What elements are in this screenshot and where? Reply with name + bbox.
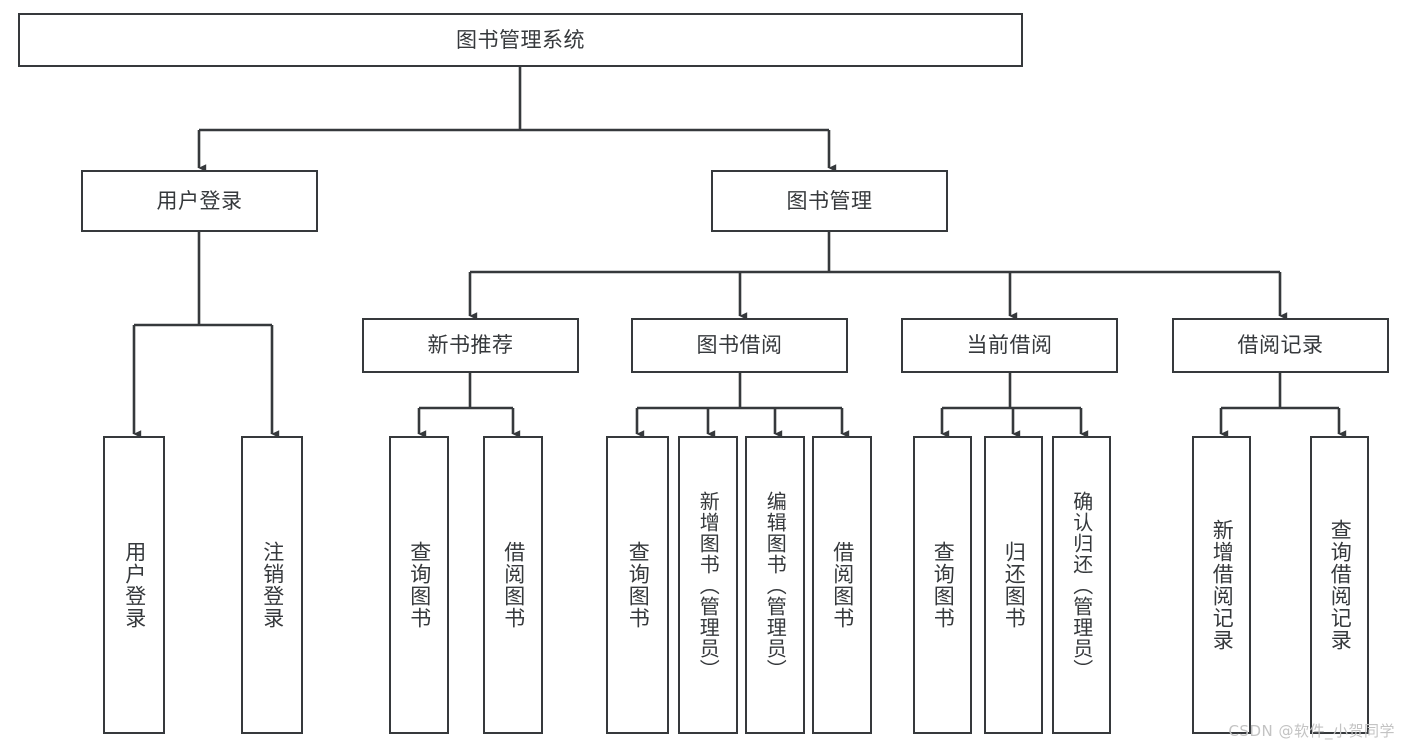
node-leaf-12-label: 查询借阅记录	[1328, 519, 1353, 651]
node-leaf-6-label: 编辑图书（管理员）	[763, 490, 788, 680]
node-level3-2[interactable]: 当前借阅	[901, 318, 1118, 373]
node-leaf-9[interactable]: 归还图书	[984, 436, 1043, 734]
node-level3-1-label: 图书借阅	[696, 333, 783, 358]
node-level2-1[interactable]: 图书管理	[711, 170, 948, 232]
node-level3-0-label: 新书推荐	[427, 333, 514, 358]
node-leaf-1-label: 注销登录	[260, 541, 285, 629]
node-leaf-5-label: 新增图书（管理员）	[696, 490, 721, 680]
node-level2-1-label: 图书管理	[786, 188, 873, 213]
node-level2-0[interactable]: 用户登录	[81, 170, 318, 232]
node-root[interactable]: 图书管理系统	[18, 13, 1023, 67]
node-leaf-12[interactable]: 查询借阅记录	[1310, 436, 1369, 734]
node-leaf-0-label: 用户登录	[122, 541, 147, 629]
node-leaf-5[interactable]: 新增图书（管理员）	[678, 436, 738, 734]
node-level2-0-label: 用户登录	[156, 188, 243, 213]
node-leaf-10[interactable]: 确认归还（管理员）	[1052, 436, 1111, 734]
csdn-watermark: CSDN @软件_小贺同学	[1228, 722, 1395, 740]
node-leaf-3[interactable]: 借阅图书	[483, 436, 543, 734]
node-leaf-11-label: 新增借阅记录	[1210, 519, 1235, 651]
node-leaf-3-label: 借阅图书	[501, 541, 526, 629]
node-leaf-8-label: 查询图书	[931, 541, 956, 629]
node-leaf-2-label: 查询图书	[407, 541, 432, 629]
node-leaf-9-label: 归还图书	[1002, 541, 1027, 629]
node-leaf-10-label: 确认归还（管理员）	[1069, 490, 1094, 680]
node-level3-3-label: 借阅记录	[1237, 333, 1324, 358]
node-leaf-0[interactable]: 用户登录	[103, 436, 165, 734]
node-level3-3[interactable]: 借阅记录	[1172, 318, 1389, 373]
node-level3-1[interactable]: 图书借阅	[631, 318, 848, 373]
node-leaf-7[interactable]: 借阅图书	[812, 436, 872, 734]
node-leaf-1[interactable]: 注销登录	[241, 436, 303, 734]
node-level3-2-label: 当前借阅	[966, 333, 1053, 358]
node-leaf-7-label: 借阅图书	[830, 541, 855, 629]
node-root-label: 图书管理系统	[456, 27, 585, 52]
node-leaf-11[interactable]: 新增借阅记录	[1192, 436, 1251, 734]
node-leaf-2[interactable]: 查询图书	[389, 436, 449, 734]
node-leaf-8[interactable]: 查询图书	[913, 436, 972, 734]
node-level3-0[interactable]: 新书推荐	[362, 318, 579, 373]
node-leaf-4[interactable]: 查询图书	[606, 436, 669, 734]
node-leaf-4-label: 查询图书	[626, 541, 651, 629]
node-leaf-6[interactable]: 编辑图书（管理员）	[745, 436, 805, 734]
